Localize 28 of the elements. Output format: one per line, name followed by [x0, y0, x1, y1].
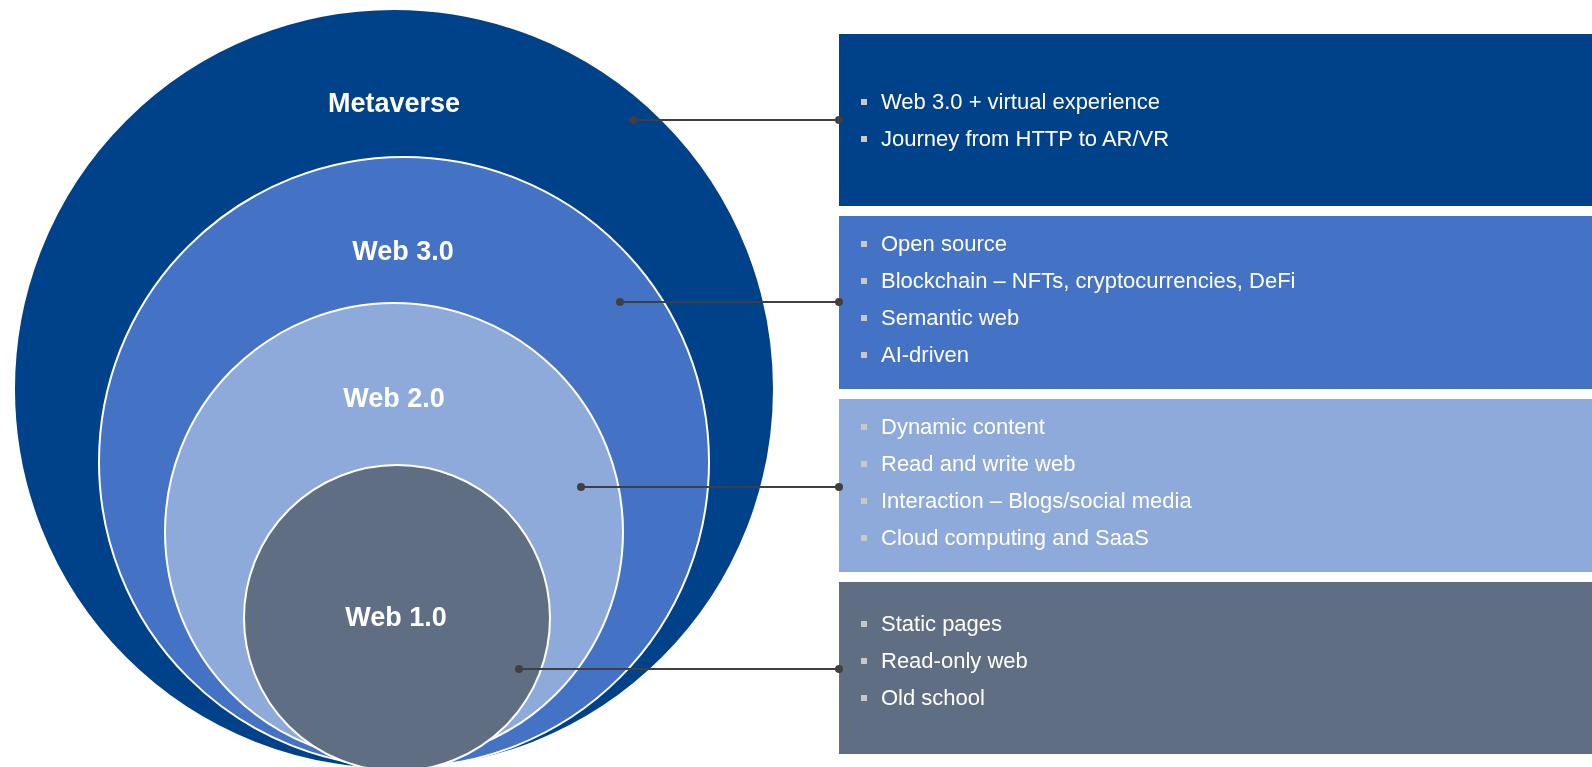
- description-panel: [839, 216, 1592, 389]
- bullet-text: Interaction – Blogs/social media: [881, 488, 1192, 514]
- bullet-text: Web 3.0 + virtual experience: [881, 89, 1161, 115]
- layer-title: Web 2.0: [343, 382, 445, 414]
- bullet-text: Cloud computing and SaaS: [881, 525, 1149, 551]
- description-panel: [839, 399, 1592, 572]
- leader-line: [616, 298, 843, 306]
- description-panel: [839, 34, 1592, 206]
- bullet-text: Blockchain – NFTs, cryptocurrencies, DeFi: [881, 268, 1296, 294]
- layer-title: Web 1.0: [345, 601, 447, 633]
- circle-layer: [243, 464, 551, 767]
- circle-layer: [98, 156, 710, 767]
- layer-title: Web 3.0: [352, 235, 454, 267]
- bullet-text: AI-driven: [881, 342, 970, 368]
- bullet-text: Static pages: [881, 611, 1003, 637]
- bullet-text: Open source: [881, 231, 1007, 257]
- bullet-text: Read-only web: [881, 648, 1028, 674]
- leader-line: [515, 665, 843, 673]
- circle-layer: [13, 8, 775, 767]
- bullet-text: Read and write web: [881, 451, 1076, 477]
- bullet-text: Dynamic content: [881, 414, 1045, 440]
- layer-title: Metaverse: [327, 87, 461, 119]
- description-panel: [839, 582, 1592, 754]
- leader-line: [577, 483, 843, 491]
- bullet-text: Old school: [881, 685, 985, 711]
- leader-line: [629, 116, 843, 124]
- bullet-text: Semantic web: [881, 305, 1020, 331]
- bullet-text: Journey from HTTP to AR/VR: [881, 126, 1170, 152]
